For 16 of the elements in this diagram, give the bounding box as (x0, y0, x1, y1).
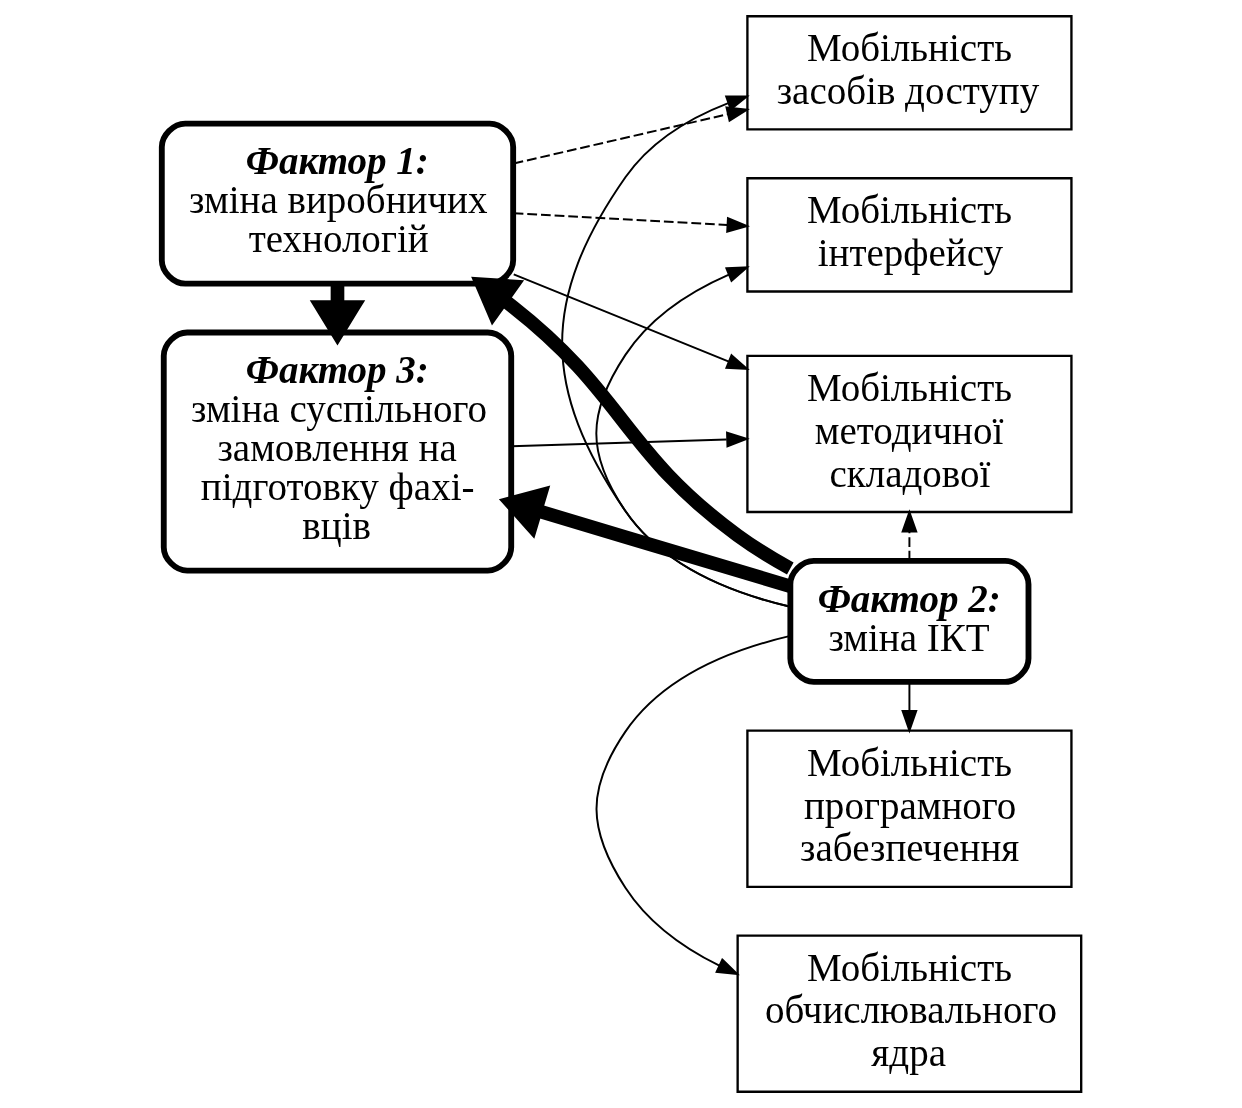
arrow (512, 273, 750, 371)
node-box: Мобільність методичної складової (745, 354, 1073, 514)
node-box: Фактор 1: зміна виробничих технологій (158, 120, 516, 287)
arrow (900, 681, 918, 734)
arrow (498, 485, 792, 593)
arrow (595, 634, 791, 976)
arrow (309, 284, 365, 346)
node-box: Мобільність інтерфейсу (745, 177, 1073, 293)
node-box: Мобільність програмного забезпечення (745, 729, 1073, 888)
arrow (470, 276, 794, 575)
arrow (560, 95, 791, 608)
node-box: Фактор 2: зміна ІКТ (786, 557, 1031, 685)
node-box: Мобільність обчислювального ядра (735, 934, 1082, 1093)
arrow (594, 266, 791, 608)
node-box: Мобільність засобів доступу (745, 15, 1073, 131)
node-box: Фактор 3: зміна суспільного замовлення на підготовку фахі- вців (160, 329, 514, 574)
